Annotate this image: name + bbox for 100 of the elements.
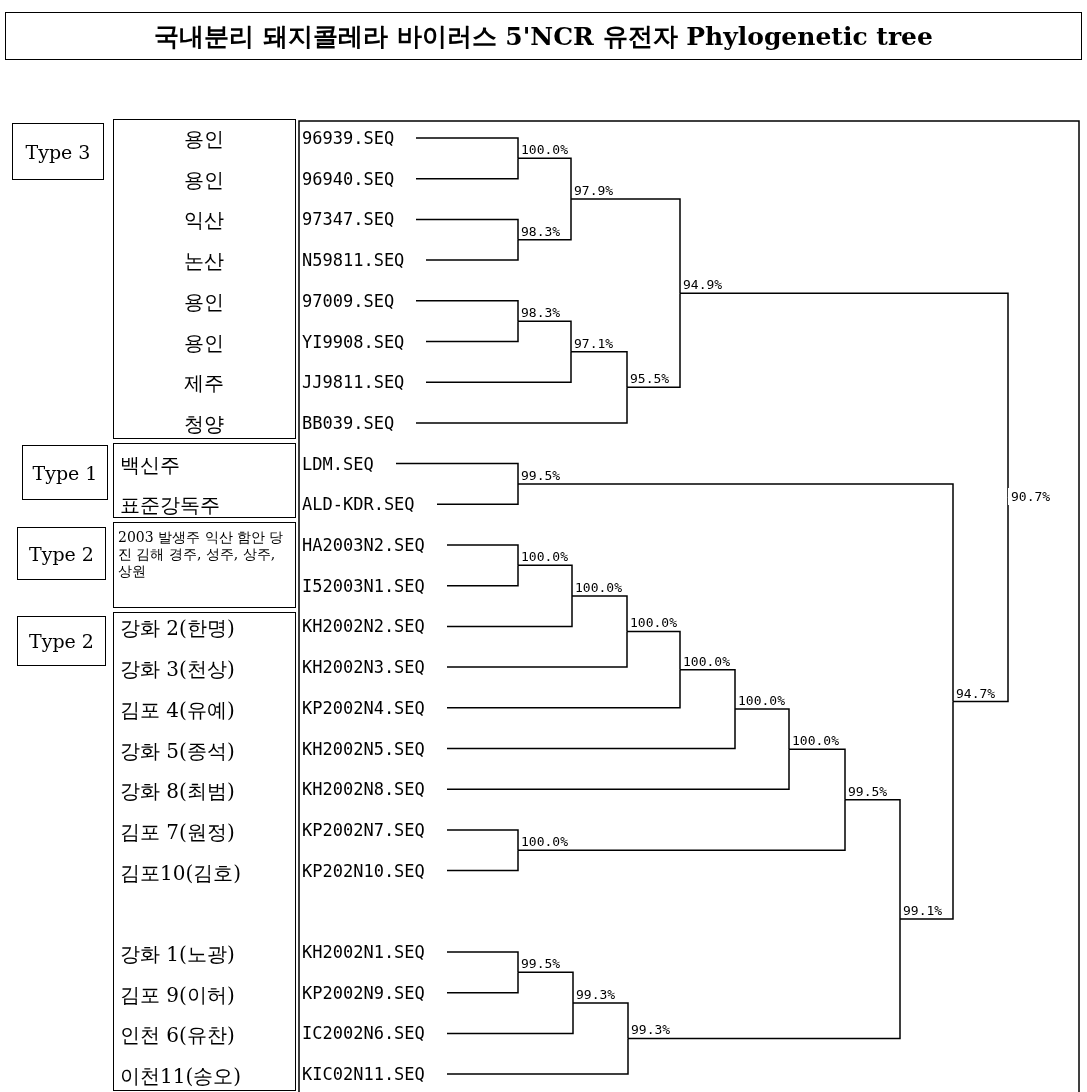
place-name: 김포10(김호) — [120, 860, 242, 885]
percent-label: 97.9% — [571, 182, 614, 200]
tree-branch — [446, 971, 519, 994]
percent-label: 100.0% — [518, 548, 568, 566]
tree-branch — [446, 951, 519, 974]
sequence-label: 97347.SEQ — [302, 207, 416, 232]
percent-label: 98.3% — [518, 222, 561, 240]
percent-label: 100.0% — [789, 732, 839, 750]
place-name: 용인 — [183, 330, 225, 355]
place-name: 인천 6(유찬) — [120, 1023, 235, 1048]
tree-branch — [446, 1002, 574, 1035]
place-name: 강화 2(한명) — [120, 616, 235, 641]
percent-label: 100.0% — [735, 692, 785, 710]
percent-label: 94.7% — [953, 684, 996, 702]
sequence-label: KP2002N7.SEQ — [302, 817, 447, 842]
tree-branch — [570, 350, 628, 389]
percent-label: 99.3% — [573, 985, 616, 1003]
location-box — [113, 443, 296, 518]
sequence-label: KIC02N11.SEQ — [302, 1062, 447, 1087]
tree-branch — [844, 798, 901, 920]
tree-branch — [446, 849, 519, 872]
sequence-label: KP2002N4.SEQ — [302, 695, 447, 720]
percent-label: 99.5% — [518, 955, 561, 973]
percent-label: 99.1% — [900, 902, 943, 920]
location-box — [113, 522, 296, 608]
sequence-label: HA2003N2.SEQ — [302, 533, 447, 557]
sequence-label: 96939.SEQ — [302, 126, 416, 150]
tree-branch — [679, 668, 736, 710]
type-box: Type 1 — [22, 445, 108, 500]
tree-branch — [734, 708, 790, 750]
tree-branch — [899, 700, 954, 920]
sequence-label: JJ9811.SEQ — [302, 370, 426, 395]
place-name: 백신주 — [120, 452, 180, 477]
tree-branch — [446, 829, 519, 851]
sequence-label: 97009.SEQ — [302, 288, 416, 313]
tree-branch — [517, 564, 573, 597]
percent-label: 99.5% — [518, 466, 561, 484]
sequence-label: KH2002N3.SEQ — [302, 655, 447, 680]
tree-branch — [415, 157, 519, 180]
tree-branch — [517, 971, 574, 1004]
percent-label: 100.0% — [518, 833, 568, 851]
tree-branch — [415, 218, 519, 241]
percent-label: 100.0% — [680, 652, 730, 670]
sequence-label: IC2002N6.SEQ — [302, 1021, 447, 1046]
tree-branch — [446, 708, 736, 750]
tree-branch — [446, 630, 628, 668]
place-name: 강화 1(노광) — [120, 942, 235, 966]
place-name: 용인 — [183, 127, 225, 151]
place-name: 청양 — [183, 411, 225, 436]
place-name: 이천11(송오) — [120, 1064, 242, 1089]
tree-branch — [517, 157, 572, 200]
percent-label: 100.0% — [518, 141, 568, 159]
sequence-label: KH2002N5.SEQ — [302, 736, 447, 761]
tree-branch — [446, 595, 573, 628]
tree-branch — [425, 320, 519, 343]
tree-branch — [626, 630, 681, 671]
place-name: 김포 9(이허) — [120, 982, 235, 1007]
percent-label: 94.9% — [680, 276, 723, 294]
tree-branch — [517, 798, 846, 851]
sequence-label: KH2002N8.SEQ — [302, 777, 447, 802]
sequence-label: KH2002N1.SEQ — [302, 940, 447, 964]
place-name: 김포 7(원정) — [120, 819, 235, 844]
sequence-label: YI9908.SEQ — [302, 329, 426, 354]
type-box: Type 3 — [12, 123, 104, 180]
place-name: 강화 8(최범) — [120, 779, 235, 804]
tree-branch — [627, 918, 901, 1040]
tree-branch — [436, 483, 519, 506]
tree-branch — [517, 320, 572, 353]
percent-label: 98.3% — [518, 304, 561, 322]
location-box — [113, 119, 296, 439]
tree-branch — [571, 595, 628, 633]
place-name: 제주 — [183, 371, 225, 396]
percent-label: 100.0% — [627, 614, 677, 632]
tree-branch — [788, 748, 846, 801]
place-name: 용인 — [183, 289, 225, 314]
tree-branch — [517, 483, 954, 703]
place-name: 표준강독주 — [120, 493, 220, 518]
percent-label: 90.7% — [1008, 488, 1051, 506]
place-name: 논산 — [183, 249, 225, 274]
type-box: Type 2 — [17, 616, 106, 666]
percent-label: 95.5% — [627, 370, 670, 388]
place-name: 김포 4(유예) — [120, 697, 235, 722]
place-name: 강화 3(천상) — [120, 657, 235, 682]
percent-label: 100.0% — [572, 578, 622, 596]
sequence-label: LDM.SEQ — [302, 451, 396, 476]
sequence-label: ALD-KDR.SEQ — [302, 492, 437, 517]
title-box: 국내분리 돼지콜레라 바이러스 5'NCR 유전자 Phylogenetic tree — [5, 12, 1082, 60]
sequence-label: BB039.SEQ — [302, 410, 416, 435]
place-name: 용인 — [183, 167, 225, 192]
tree-branch — [415, 386, 628, 424]
sequence-label: KH2002N2.SEQ — [302, 614, 447, 639]
tree-branch — [425, 239, 519, 261]
tree-branch — [415, 300, 519, 322]
tree-branch — [572, 1002, 629, 1040]
location-box — [113, 612, 296, 1091]
sequence-label: KP2002N9.SEQ — [302, 980, 447, 1005]
tree-branch — [517, 198, 572, 241]
place-name: 강화 5(종석) — [120, 738, 235, 763]
tree-branch — [570, 198, 681, 294]
percent-label: 99.3% — [628, 1021, 671, 1039]
